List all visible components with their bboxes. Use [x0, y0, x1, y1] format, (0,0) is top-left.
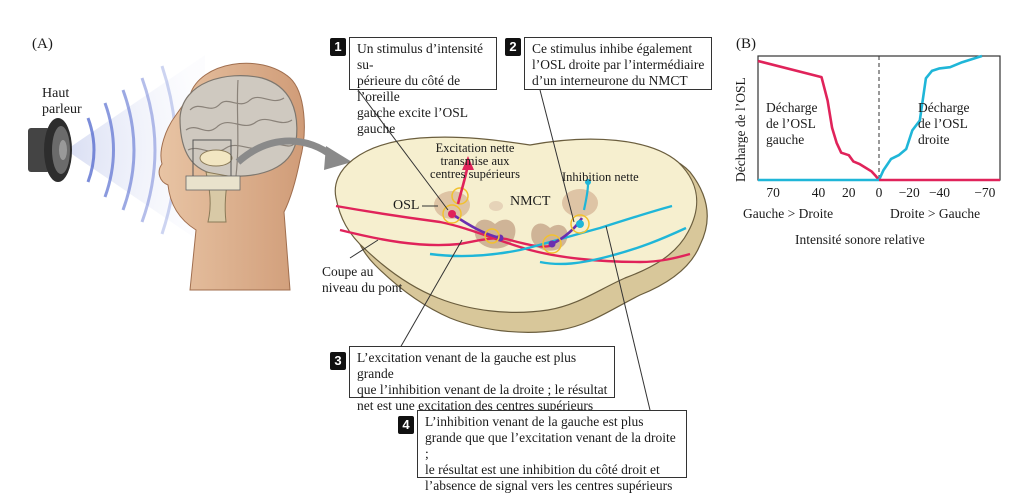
callout-2-number: 2 [505, 38, 521, 56]
excitation-label: Excitation nette transmise aux centres s… [430, 141, 520, 181]
inhibition-label: Inhibition nette [562, 170, 639, 184]
callout-2: Ce stimulus inhibe également l’OSL droit… [524, 37, 712, 90]
legend-left-series: Décharge de l’OSL gauche [766, 100, 818, 147]
callout-3: L’excitation venant de la gauche est plu… [349, 346, 615, 413]
panel-b-label: (B) [736, 36, 756, 52]
legend-right-series: Décharge de l’OSL droite [918, 100, 970, 147]
y-axis-label: Décharge de l’OSL [733, 77, 748, 182]
osl-label: OSL [393, 198, 420, 213]
arrow-to-pons-icon [324, 146, 352, 170]
x-side-left-label: Gauche > Droite [743, 206, 834, 221]
x-axis-label: Intensité sonore relative [795, 232, 925, 247]
section-label: Coupe au niveau du pont [322, 264, 403, 295]
callout-4-number: 4 [398, 416, 414, 434]
x-side-right-label: Droite > Gauche [890, 206, 981, 221]
nmct-label: NMCT [510, 194, 551, 209]
speaker-icon [28, 118, 72, 182]
callout-1-number: 1 [330, 38, 346, 56]
callout-3-number: 3 [330, 352, 346, 370]
head-illustration [158, 62, 305, 291]
callout-1: Un stimulus d’intensité su- périeure du … [349, 37, 497, 136]
speaker-label: Haut parleur [42, 86, 82, 117]
callout-4: L’inhibition venant de la gauche est plu… [417, 410, 687, 493]
panel-a-label: (A) [32, 36, 53, 52]
